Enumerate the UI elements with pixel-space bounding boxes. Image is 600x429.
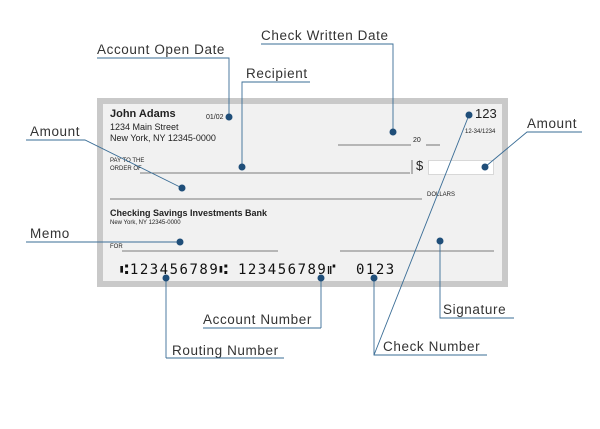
leader-check-number-micr: [373, 278, 487, 356]
leader-check-number-top: [373, 114, 470, 356]
check: [103, 104, 502, 281]
open-date: 01/02: [206, 114, 224, 121]
micr-check-number: 0123: [356, 262, 396, 278]
callout-recipient: Recipient: [246, 66, 308, 81]
memo-label: FOR: [110, 244, 123, 250]
marker-account-number: [317, 274, 325, 282]
marker-account-open-date: [225, 113, 233, 121]
micr-routing: ⑆123456789⑆: [120, 262, 230, 278]
check-number-top: 123: [475, 106, 497, 121]
pay-to-label-2: ORDER OF: [110, 166, 142, 172]
callout-account-number: Account Number: [203, 312, 312, 327]
callout-signature: Signature: [443, 302, 507, 317]
markers: [162, 111, 489, 282]
holder-city: New York, NY 12345-0000: [110, 133, 216, 143]
dollar-sign: $: [416, 158, 424, 173]
callout-routing-number: Routing Number: [172, 343, 279, 358]
leader-amount-right: [484, 131, 582, 168]
leader-account-open-date: [97, 57, 230, 117]
callout-amount-right: Amount: [527, 116, 578, 131]
leader-amount-left: [26, 139, 183, 189]
marker-amount-box: [481, 163, 489, 171]
leader-recipient: [241, 81, 310, 167]
marker-check-number-micr: [370, 274, 378, 282]
callout-check-written-date: Check Written Date: [261, 28, 389, 43]
dollars-label: DOLLARS: [427, 192, 456, 198]
routing-fraction: 12-34/1234: [465, 129, 496, 135]
marker-routing-number: [162, 274, 170, 282]
leader-check-written-date: [261, 43, 394, 132]
micr-account: 123456789⑈: [238, 262, 338, 278]
amount-box: [428, 160, 494, 175]
callout-amount-left: Amount: [30, 124, 81, 139]
holder-street: 1234 Main Street: [110, 122, 179, 132]
callout-check-number: Check Number: [383, 339, 481, 354]
marker-recipient: [238, 163, 246, 171]
marker-signature: [436, 237, 444, 245]
year-prefix: 20: [413, 137, 421, 144]
bank-city: New York, NY 12345-0000: [110, 220, 181, 226]
bank-name: Checking Savings Investments Bank: [110, 208, 268, 218]
marker-check-number-top: [465, 111, 473, 119]
leader-signature: [439, 241, 514, 319]
callout-account-open-date: Account Open Date: [97, 42, 226, 57]
leaders: [26, 43, 582, 359]
callout-memo: Memo: [30, 226, 70, 241]
marker-memo: [176, 238, 184, 246]
marker-check-written-date: [389, 128, 397, 136]
holder-name: John Adams: [110, 108, 176, 120]
marker-amount-written: [178, 184, 186, 192]
check-fill-lines: [110, 144, 494, 252]
